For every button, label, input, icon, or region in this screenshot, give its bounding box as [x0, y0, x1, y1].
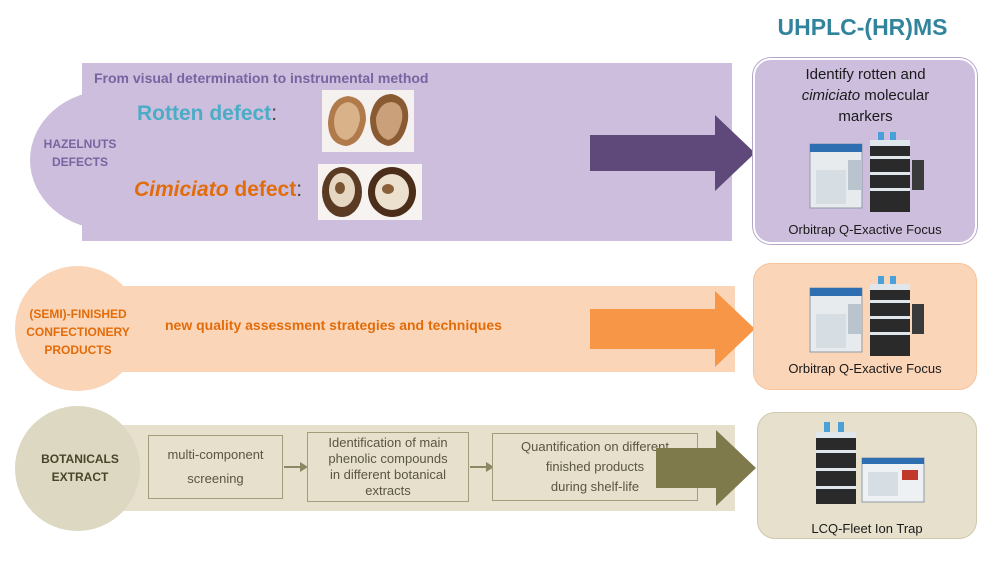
- row2-instrument-caption: Orbitrap Q-Exactive Focus: [788, 361, 942, 376]
- row1-arrow: [590, 115, 755, 191]
- step-multi-component-screening: multi-component screening: [148, 435, 283, 499]
- section-heading: UHPLC-(HR)MS: [777, 14, 948, 40]
- botanicals-label: BOTANICALS EXTRACT: [10, 450, 150, 486]
- colon: :: [271, 102, 278, 125]
- box-line: screening: [187, 471, 244, 486]
- row1-panel-text: Identify rotten and cimiciato molecular …: [768, 64, 963, 127]
- cimiciato-rest: defect: [228, 178, 297, 201]
- box-line: phenolic compounds: [328, 451, 448, 466]
- confectionery-circle: [15, 266, 140, 391]
- row2-arrow: [590, 291, 755, 367]
- panel-line: Identify rotten and: [805, 66, 926, 83]
- label-line: EXTRACT: [51, 470, 109, 484]
- row2-text: new quality assessment strategies and te…: [165, 317, 502, 333]
- row2-instrument-panel: [753, 263, 977, 390]
- rotten-hazelnut-photo: [322, 90, 414, 152]
- box-line: Identification of main: [328, 435, 448, 450]
- step-arrow-1: [284, 462, 308, 472]
- cimiciato-defect-label: Cimiciato defect:: [134, 178, 302, 202]
- orbitrap-instrument-icon: [809, 132, 924, 212]
- row3-instrument-caption: LCQ-Fleet Ion Trap: [811, 521, 923, 536]
- label-line: HAZELNUTS: [43, 137, 117, 151]
- colon: :: [296, 178, 303, 201]
- label-line: (SEMI)-FINISHED: [29, 307, 127, 321]
- label-line: CONFECTIONERY: [26, 325, 130, 339]
- row1-title: From visual determination to instrumenta…: [94, 70, 429, 86]
- panel-line: markers: [838, 108, 893, 125]
- ion-trap-instrument-icon: [816, 422, 925, 504]
- box-line: extracts: [365, 483, 411, 498]
- orbitrap-instrument-icon: [809, 276, 924, 356]
- row1-instrument-caption: Orbitrap Q-Exactive Focus: [788, 222, 942, 237]
- row1-instrument-panel: [753, 58, 977, 244]
- box-line: in different botanical: [329, 467, 447, 482]
- cimiciato-italic: Cimiciato: [134, 178, 229, 201]
- cimiciato-hazelnut-photo: [318, 164, 422, 220]
- panel-line: cimiciato molecular: [768, 85, 963, 106]
- box-line: multi-component: [167, 447, 264, 462]
- hazelnut-defects-label: HAZELNUTS DEFECTS: [20, 135, 140, 171]
- box-line: during shelf-life: [550, 479, 640, 494]
- rotten-text: Rotten defect: [137, 102, 272, 125]
- label-line: DEFECTS: [51, 155, 108, 169]
- panel-line-rest: molecular: [860, 87, 930, 104]
- botanicals-circle: [15, 406, 140, 531]
- label-line: PRODUCTS: [44, 343, 112, 357]
- step-arrow-2: [470, 462, 494, 472]
- box-line: Quantification on different: [521, 439, 669, 454]
- hazelnut-circle: [30, 90, 190, 230]
- box-line: finished products: [545, 459, 645, 474]
- cimiciato-italic: cimiciato: [801, 87, 861, 104]
- label-line: BOTANICALS: [41, 452, 119, 466]
- rotten-defect-label: Rotten defect:: [137, 102, 277, 126]
- row3-arrow: [656, 430, 756, 506]
- confectionery-label: (SEMI)-FINISHED CONFECTIONERY PRODUCTS: [8, 305, 148, 359]
